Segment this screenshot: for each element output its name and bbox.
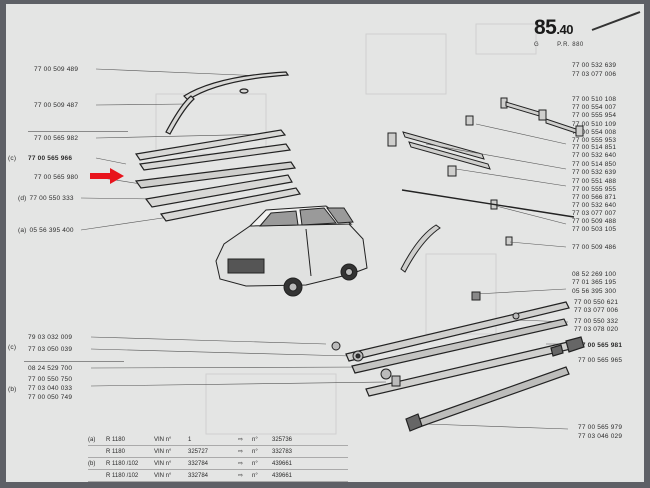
- vin-row: (a) R 1180 VIN n° 1 ⇨ n° 325736: [88, 434, 348, 446]
- part-label-r3-b: 77 00 554 008: [572, 129, 617, 136]
- separator: [28, 131, 128, 132]
- part-label-r2-a: 77 00 510 108: [572, 96, 617, 103]
- part-label-r3-c: 77 00 555 953: [572, 137, 617, 144]
- part-label-r8-a: 77 00 509 488: [572, 218, 617, 225]
- part-label-r3-a: 77 00 510 109: [572, 121, 617, 128]
- vin-row: (b) R 1180 /102 VIN n° 332784 ⇨ n° 43966…: [88, 458, 348, 470]
- part-label-l5: (d)77 00 550 333: [18, 195, 74, 202]
- part-label-l3: 77 00 565 982: [34, 135, 79, 142]
- part-label-r10-b: 77 01 365 195: [572, 279, 617, 286]
- part-label-l9-b: 77 03 040 033: [28, 385, 73, 392]
- part-label-r6-a: 77 00 551 488: [572, 178, 617, 185]
- part-label-r8-b: 77 00 503 105: [572, 226, 617, 233]
- part-label-r7-a: 77 00 532 640: [572, 202, 617, 209]
- part-label-l7-a: 79 03 032 009: [28, 334, 73, 341]
- part-label-r13: 77 00 550 332: [574, 318, 619, 325]
- part-label-r2-b: 77 00 554 007: [572, 104, 617, 111]
- part-label-r15-b: 77 00 565 965: [578, 357, 623, 364]
- part-label-r7-b: 77 03 077 007: [572, 210, 617, 217]
- part-label-l2: 77 00 509 487: [34, 102, 79, 109]
- leader-lines-left: [80, 68, 387, 387]
- part-label-r5-b: 77 00 532 639: [572, 169, 617, 176]
- part-prefix-l4: (c): [8, 155, 17, 162]
- red-pointer-arrow-icon: [90, 168, 124, 184]
- part-label-r1-b: 77 03 077 006: [572, 71, 617, 78]
- part-label-l1: 77 00 509 489: [34, 66, 79, 73]
- separator: [24, 361, 124, 362]
- part-label-l4-b: 77 00 565 980: [34, 174, 79, 181]
- exploded-view-drawing: [80, 11, 641, 435]
- part-label-r10-a: 08 52 269 100: [572, 271, 617, 278]
- part-label-r4-a: 77 00 514 851: [572, 144, 617, 151]
- vin-row: R 1180 VIN n° 325727 ⇨ n° 332783: [88, 446, 348, 458]
- part-label-l4-a: 77 00 565 966: [28, 155, 73, 162]
- part-label-r12-b: 77 03 077 006: [574, 307, 619, 314]
- vin-row: R 1180 /102 VIN n° 332784 ⇨ n° 439661: [88, 470, 348, 482]
- part-label-r15-a: 77 00 565 981: [578, 342, 623, 349]
- part-label-l8: 08 24 529 700: [28, 365, 73, 372]
- part-label-r14: 77 03 078 020: [574, 326, 619, 333]
- part-label-r16-b: 77 03 046 029: [578, 433, 623, 440]
- part-prefix-l7: (c): [8, 344, 17, 351]
- page-number: 85.40: [534, 16, 573, 39]
- part-label-r16-a: 77 00 565 979: [578, 424, 623, 431]
- leader-lines-right: [425, 123, 569, 430]
- part-label-r5-a: 77 00 514 850: [572, 161, 617, 168]
- clips-and-fasteners: [331, 291, 520, 387]
- part-label-r6-b: 77 00 555 955: [572, 186, 617, 193]
- part-label-r2-c: 77 00 555 954: [572, 112, 617, 119]
- vin-range-table: (a) R 1180 VIN n° 1 ⇨ n° 325736 R 1180 V…: [88, 434, 348, 482]
- part-label-r9: 77 00 509 486: [572, 244, 617, 251]
- part-label-r6-c: 77 00 566 871: [572, 194, 617, 201]
- right-upper-parts: [387, 97, 584, 273]
- part-label-l6: (a)05 56 395 400: [18, 227, 74, 234]
- upper-mouldings: [134, 71, 301, 222]
- part-label-l9-c: 77 00 050 749: [28, 394, 73, 401]
- part-label-r4-b: 77 00 532 640: [572, 152, 617, 159]
- car-illustration: [215, 205, 368, 297]
- part-label-l7-b: 77 03 050 039: [28, 346, 73, 353]
- part-prefix-l9: (b): [8, 386, 17, 393]
- part-label-r12-a: 77 00 550 621: [574, 299, 619, 306]
- part-label-r11: 05 56 395 300: [572, 288, 617, 295]
- part-label-r1-a: 77 00 532 639: [572, 62, 617, 69]
- header-rule: [591, 11, 641, 31]
- part-label-l9-a: 77 00 550 750: [28, 376, 73, 383]
